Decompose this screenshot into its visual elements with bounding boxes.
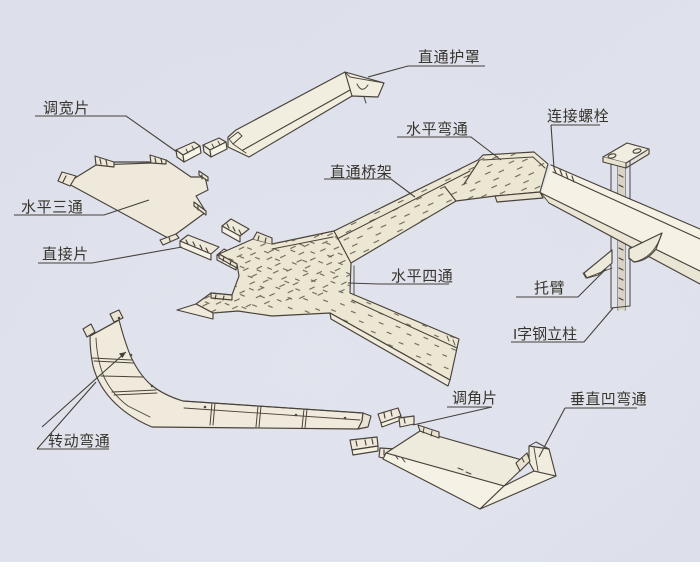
svg-text:调宽片: 调宽片 [43,100,90,117]
svg-text:直通护罩: 直通护罩 [418,49,480,66]
svg-text:水平三通: 水平三通 [21,199,83,216]
svg-text:水平弯通: 水平弯通 [406,121,468,138]
svg-text:连接螺栓: 连接螺栓 [547,108,609,125]
svg-text:托臂: 托臂 [534,280,565,297]
svg-text:直接片: 直接片 [42,246,89,263]
svg-text:调角片: 调角片 [452,390,497,407]
svg-text:水平四通: 水平四通 [391,268,453,285]
svg-text:I字钢立柱: I字钢立柱 [513,326,577,343]
svg-text:直通桥架: 直通桥架 [330,164,392,181]
svg-text:转动弯通: 转动弯通 [48,433,110,450]
svg-text:垂直凹弯通: 垂直凹弯通 [570,391,647,408]
